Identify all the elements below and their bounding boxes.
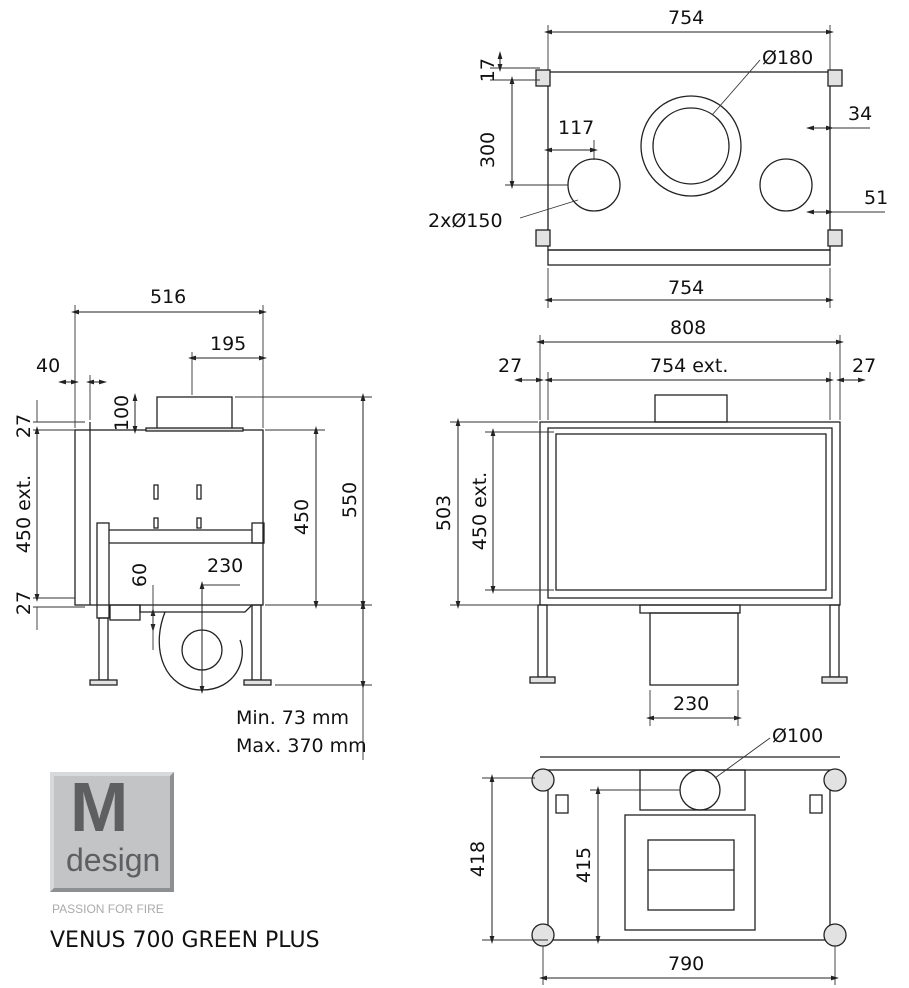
product-title: VENUS 700 GREEN PLUS [50,928,320,953]
mdesign-logo: M design [50,772,174,892]
dim-450-side: 450 [291,499,313,535]
dim-34: 34 [848,103,872,125]
dim-inlet-diameter: Ø100 [772,725,823,747]
dim-40: 40 [36,355,60,377]
dim-450-ext-side: 450 ext. [13,475,35,553]
dim-754-bottom: 754 [668,277,704,299]
dim-754-top: 754 [668,7,704,29]
dim-27-left: 27 [498,355,522,377]
dim-450-ext: 450 ext. [469,472,491,550]
logo-word: design [66,842,161,878]
dim-117: 117 [558,117,594,139]
leg-max-height: Max. 370 mm [236,735,367,757]
dim-27-right: 27 [852,355,876,377]
dim-300: 300 [477,132,499,168]
dim-808: 808 [670,317,706,339]
dim-550: 550 [339,482,361,518]
flue-collar [640,95,742,197]
brand-tagline: PASSION FOR FIRE [52,902,164,916]
bottom-view: Ø100 418 415 790 [467,725,847,985]
side-view: 516 195 40 100 27 450 ext. 27 450 550 60… [13,286,372,760]
dim-flue-diameter: Ø180 [762,47,813,69]
dim-100: 100 [111,395,133,431]
dim-754-ext: 754 ext. [650,355,728,377]
dim-27-top: 27 [13,414,35,438]
dim-418: 418 [467,841,489,877]
dim-195: 195 [210,333,246,355]
logo-letter: M [70,772,129,846]
dim-51: 51 [864,187,888,209]
dim-side-outlets: 2xØ150 [428,210,503,232]
dim-17: 17 [477,58,499,82]
dim-60: 60 [129,563,151,587]
dim-230: 230 [673,693,709,715]
dim-415: 415 [573,847,595,883]
dim-516: 516 [150,286,186,308]
dim-27-bottom: 27 [13,591,35,615]
front-view: 808 754 ext. 27 27 503 450 ext. 230 [433,317,876,726]
leg-min-height: Min. 73 mm [236,707,349,729]
dim-790: 790 [668,953,704,975]
dim-230-fan: 230 [207,555,243,577]
top-view: 754 754 Ø180 2xØ150 17 300 117 34 51 [428,7,888,308]
dim-503: 503 [433,495,455,531]
